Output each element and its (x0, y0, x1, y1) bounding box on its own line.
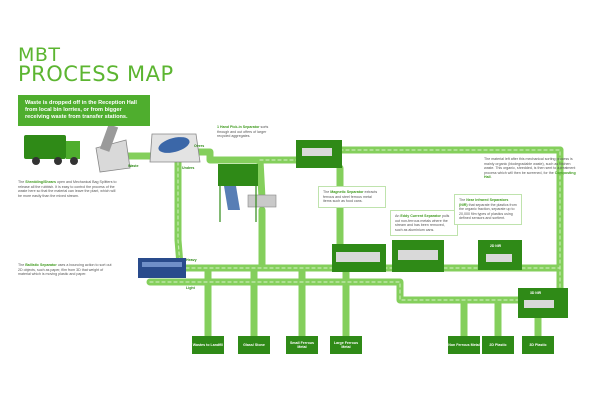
note-composting: The material left after this mechanical … (484, 157, 576, 180)
nir-separator-3d (518, 288, 568, 318)
note-text: An (395, 214, 401, 218)
nir-separator-2d (478, 240, 522, 270)
note-hand-pick: 1 Hand Pick-in Separator sorts through a… (217, 125, 277, 139)
output-2d-plastic: 2D Plastic (482, 336, 514, 354)
output-large-ferrous-metal: Large Ferrous Metal (330, 336, 362, 354)
label-overs: Overs (194, 144, 205, 148)
label-light: Light (186, 286, 195, 290)
note-highlight: Shredding/Shears (25, 180, 56, 184)
output-3d-plastic: 3D Plastic (522, 336, 554, 354)
output-wastes-to-landfill: Wastes to Landfill (192, 336, 224, 354)
note-magnetic: The Magnetic Separator extracts ferrous … (318, 186, 386, 208)
note-eddy-current: An Eddy Current Separator pulls out non-… (390, 210, 458, 237)
page-title-line2: PROCESS MAP (18, 62, 174, 86)
ballistic-separator-machine (138, 258, 186, 278)
output-glass-stone: Glass/ Stone (238, 336, 270, 354)
output-non-ferrous-metal: Non Ferrous Metal (448, 336, 480, 354)
output-small-ferrous-metal: Small Ferrous Metal (286, 336, 318, 354)
eddy-current-machine-2 (392, 240, 444, 272)
note-nir: The Near Infrared Separators (NIR) that … (454, 194, 522, 225)
note-highlight: Near Infrared Separators (466, 198, 509, 202)
note-text: The (323, 190, 331, 194)
magnetic-separator-machine (296, 140, 342, 168)
page-title-line1: MBT (18, 44, 61, 66)
note-text: that separate the plastics from the orga… (459, 202, 517, 221)
label-unders: Unders (182, 166, 195, 170)
note-highlight: 1 Hand Pick-in Separator (217, 125, 260, 129)
hand-pick-machine (218, 164, 277, 222)
note-text: open and Mechanical Bag Splitters to rel… (18, 180, 117, 198)
eddy-current-machine (332, 244, 386, 272)
note-text: extracts ferrous and steel ferrous metal… (323, 190, 378, 204)
note-ballistic: The Ballistic Separator uses a bouncing … (18, 263, 114, 277)
note-text: . (490, 175, 492, 180)
note-text: The (18, 263, 26, 267)
label-waste: Waste (128, 164, 139, 168)
note-text: uses a bouncing action to sort out 2D ob… (18, 263, 112, 277)
note-highlight: Ballistic Separator (25, 263, 57, 267)
reception-truck (24, 135, 80, 165)
note-text: The material left after this mechanical … (484, 157, 576, 175)
note-text: pulls out non-ferrous metals where the s… (395, 214, 450, 232)
note-highlight: Composting Hall (484, 170, 576, 180)
note-highlight: (NIR) (459, 202, 468, 207)
label-nir-3d: 3D NIR (530, 291, 542, 295)
note-text: The (18, 180, 26, 184)
label-heavy: Heavy (186, 258, 197, 262)
note-text: The (459, 198, 467, 202)
intro-box: Waste is dropped off in the Reception Ha… (18, 95, 150, 126)
note-text: sorts through and out offers of larger r… (217, 125, 269, 139)
bag-splitter-machine (95, 124, 131, 173)
note-highlight: Eddy Current Separator (400, 214, 441, 218)
trommel-machine (149, 133, 201, 163)
note-highlight: Magnetic Separator (330, 190, 364, 194)
note-bag-splitter: The Shredding/Shears open and Mechanical… (18, 180, 118, 198)
label-nir-2d: 2D NIR (490, 244, 502, 248)
